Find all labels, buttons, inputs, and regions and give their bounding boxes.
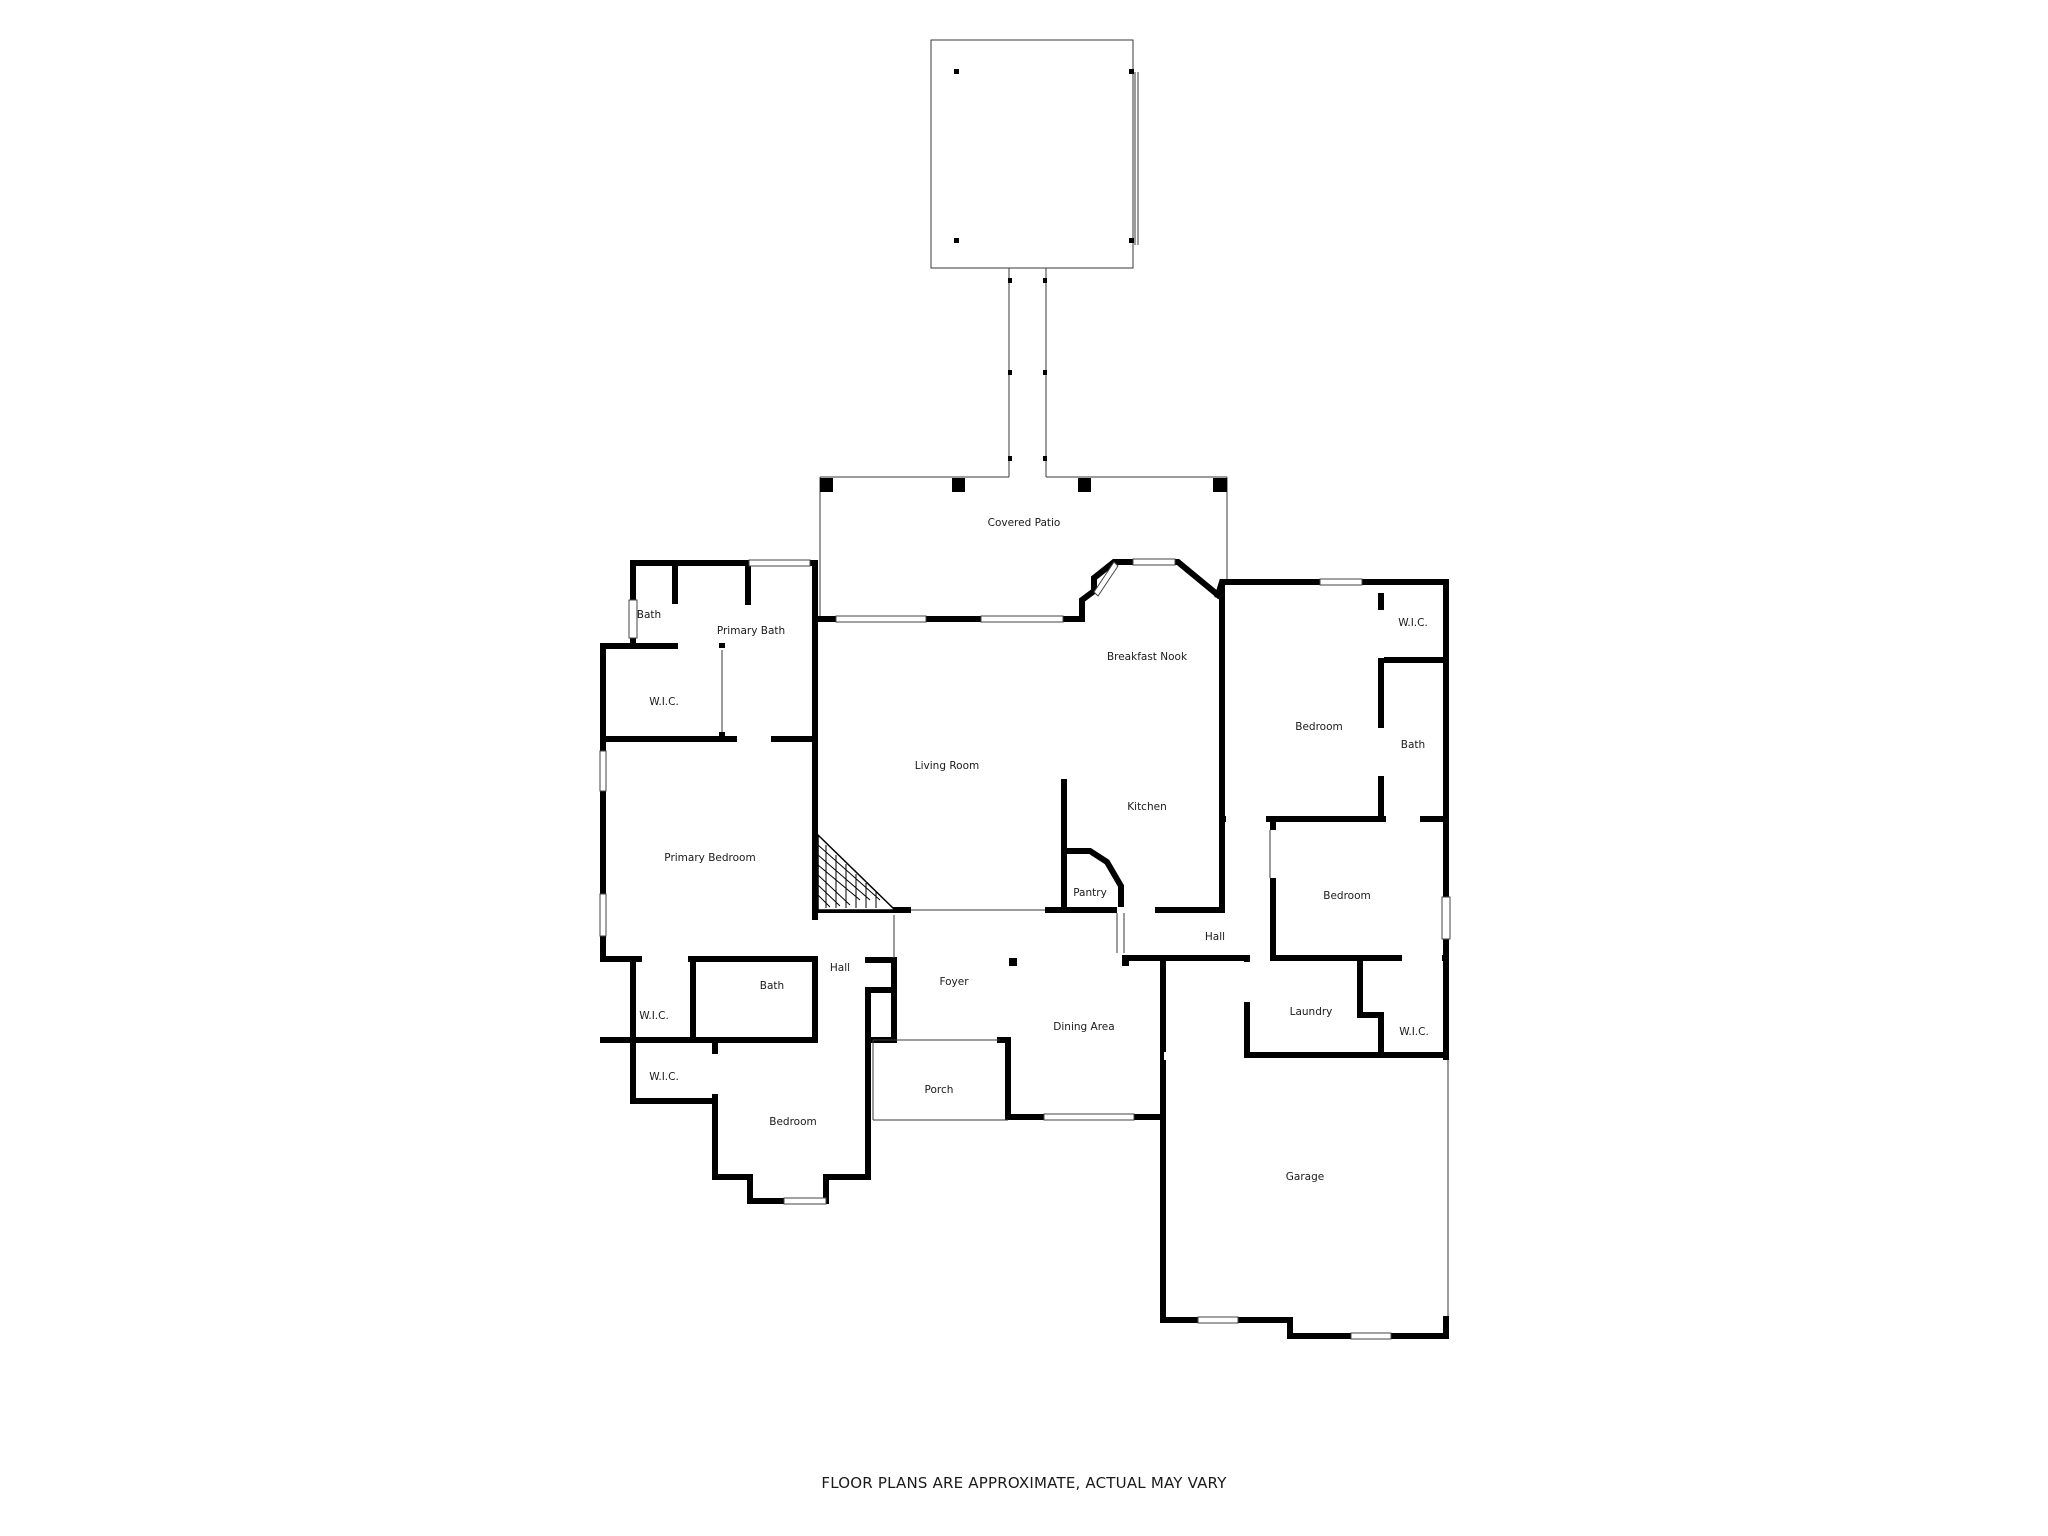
windows [599, 558, 1451, 1340]
label-breakfast-nook: Breakfast Nook [1107, 651, 1188, 663]
door-openings [642, 604, 1442, 1094]
label-wic-left-1: W.I.C. [639, 1010, 669, 1022]
label-dining-area: Dining Area [1053, 1021, 1114, 1033]
label-bath-right: Bath [1401, 739, 1425, 751]
label-covered-patio: Covered Patio [988, 517, 1061, 529]
label-wic-right-top: W.I.C. [1398, 617, 1428, 629]
label-porch: Porch [925, 1084, 954, 1096]
label-bath-small: Bath [637, 609, 661, 621]
patio-outline [819, 39, 1228, 619]
patio-posts [820, 69, 1227, 966]
fireplace [817, 833, 897, 911]
label-living-room: Living Room [915, 760, 979, 772]
room-labels: Covered Patio Breakfast Nook Living Room… [637, 517, 1429, 1183]
label-pantry: Pantry [1073, 887, 1107, 899]
label-laundry: Laundry [1290, 1006, 1333, 1018]
label-primary-bedroom: Primary Bedroom [664, 852, 755, 864]
label-primary-bath: Primary Bath [717, 625, 785, 637]
open-edges [872, 1039, 1449, 1316]
label-wic-primary: W.I.C. [649, 696, 679, 708]
label-bedroom-right-top: Bedroom [1295, 721, 1343, 733]
label-hall-right: Hall [1205, 931, 1225, 943]
walls [600, 559, 1449, 1339]
label-kitchen: Kitchen [1127, 801, 1166, 813]
label-bath-left: Bath [760, 980, 784, 992]
label-bedroom-bottom: Bedroom [769, 1116, 817, 1128]
label-foyer: Foyer [939, 976, 969, 988]
label-wic-left-2: W.I.C. [649, 1071, 679, 1083]
label-garage: Garage [1286, 1171, 1324, 1183]
disclaimer-text: FLOOR PLANS ARE APPROXIMATE, ACTUAL MAY … [821, 1474, 1227, 1492]
door-lines [721, 650, 1271, 958]
label-wic-right-bottom: W.I.C. [1399, 1026, 1429, 1038]
label-bedroom-right-mid: Bedroom [1323, 890, 1371, 902]
label-hall-left: Hall [830, 962, 850, 974]
